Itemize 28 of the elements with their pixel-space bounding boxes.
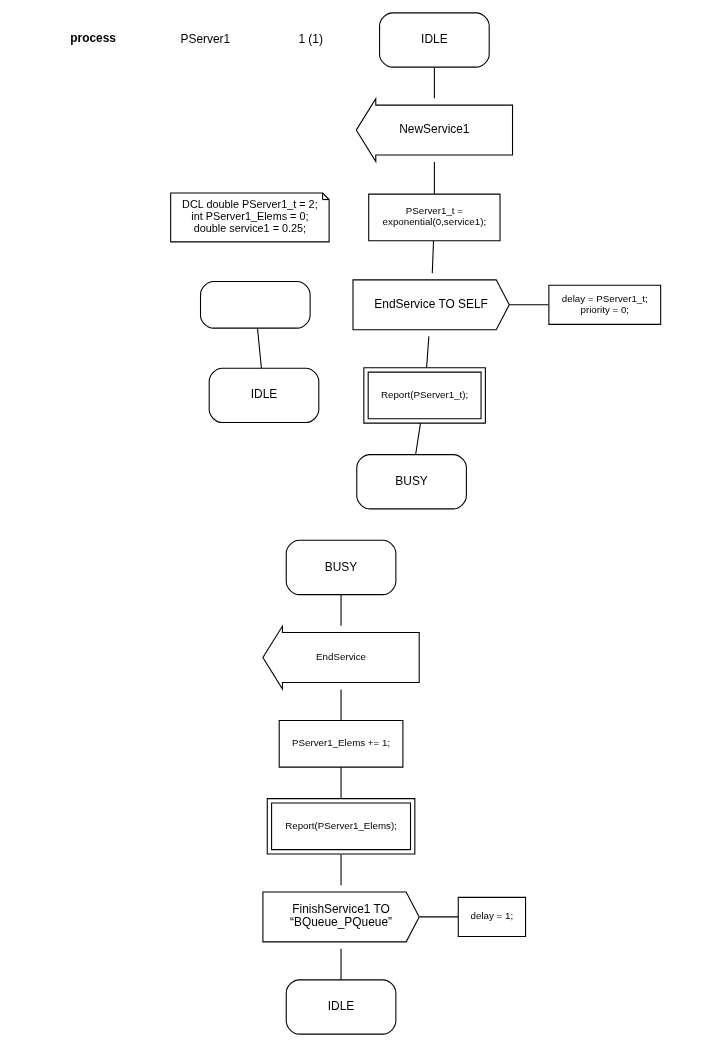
connector (340, 594, 342, 627)
node-box: PServer1_t = exponential(0,service1); (367, 193, 501, 242)
connector (425, 335, 429, 369)
node-box: BUSY (285, 539, 396, 596)
connector (418, 916, 459, 918)
node-oval (199, 280, 311, 329)
connector (340, 853, 342, 886)
node-box: IDLE (378, 12, 490, 68)
connector (508, 304, 549, 306)
label: process (69, 30, 116, 45)
node-box: Report(PServer1_Elems); (266, 798, 415, 855)
connector (433, 161, 435, 195)
connector (340, 948, 342, 981)
node-box: Report(PServer1_t); (362, 367, 486, 424)
node-box: delay = PServer1_t; priority = 0; (547, 284, 661, 325)
node-box: PServer1_Elems += 1; (278, 719, 403, 768)
connector (340, 688, 342, 721)
node-box: delay = 1; (457, 896, 526, 937)
connector (431, 240, 434, 274)
node-box: IDLE (208, 367, 319, 424)
connector (433, 66, 435, 99)
node-box: BUSY (355, 454, 467, 510)
connector (256, 327, 262, 369)
node-box: IDLE (285, 979, 396, 1035)
label: 1 (1) (297, 32, 323, 47)
label: PServer1 (180, 32, 230, 47)
connector (414, 422, 421, 456)
connector (340, 766, 342, 799)
